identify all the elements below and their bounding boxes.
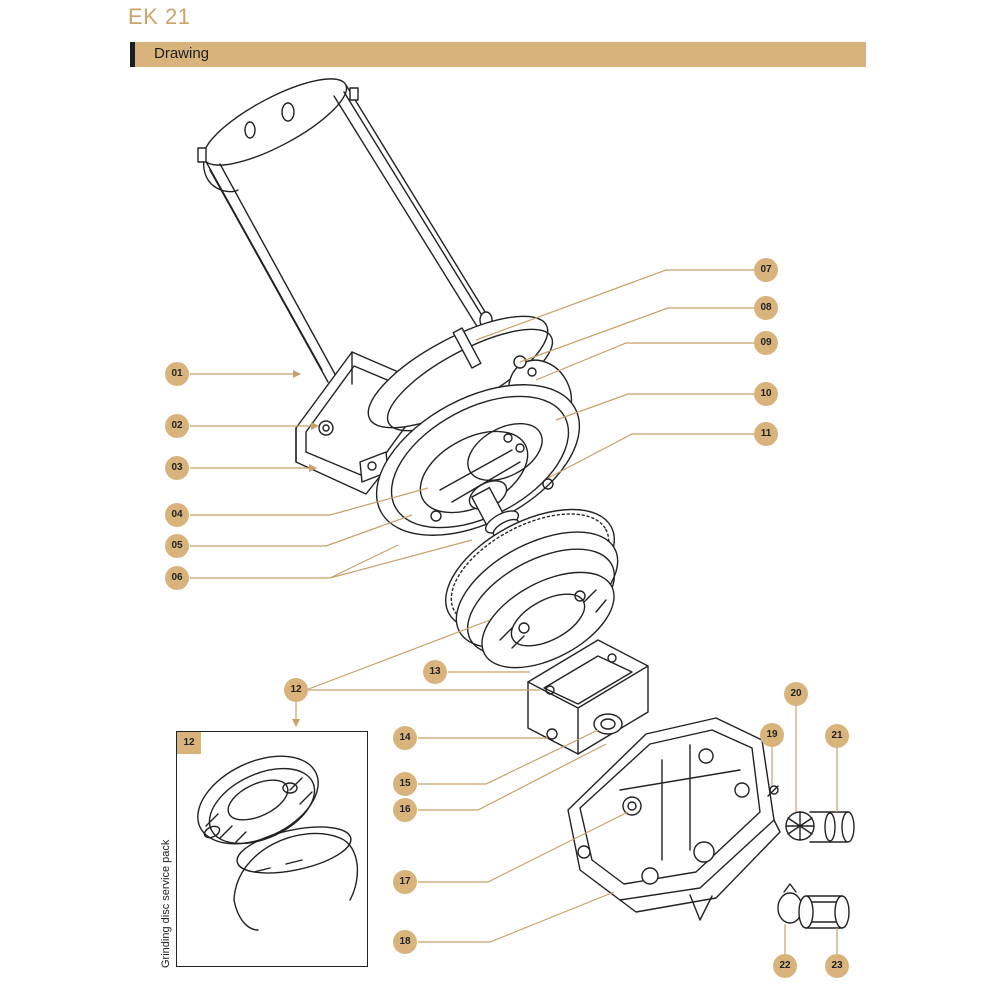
- grinding-disc-pack: [445, 508, 619, 669]
- section-header: Drawing: [130, 42, 866, 67]
- callout-18[interactable]: 18: [393, 930, 417, 954]
- motor-housing: [197, 78, 493, 383]
- callout-12[interactable]: 12: [284, 678, 308, 702]
- callout-06[interactable]: 06: [165, 566, 189, 590]
- callout-20[interactable]: 20: [784, 682, 808, 706]
- callout-21[interactable]: 21: [825, 724, 849, 748]
- grinder-housing: [567, 717, 781, 921]
- section-title: Drawing: [154, 45, 210, 62]
- callout-03[interactable]: 03: [165, 456, 189, 480]
- callout-19[interactable]: 19: [760, 723, 784, 747]
- callout-02[interactable]: 02: [165, 414, 189, 438]
- page-title: EK 21: [128, 4, 191, 29]
- callout-15[interactable]: 15: [393, 772, 417, 796]
- callout-05[interactable]: 05: [165, 534, 189, 558]
- callout-07[interactable]: 07: [754, 258, 778, 282]
- callout-23[interactable]: 23: [825, 954, 849, 978]
- callout-04[interactable]: 04: [165, 503, 189, 527]
- inset-drawing: [197, 755, 359, 931]
- callout-11[interactable]: 11: [754, 422, 778, 446]
- callout-09[interactable]: 09: [754, 331, 778, 355]
- callout-01[interactable]: 01: [165, 362, 189, 386]
- callout-08[interactable]: 08: [754, 296, 778, 320]
- callout-22[interactable]: 22: [773, 954, 797, 978]
- callout-17[interactable]: 17: [393, 870, 417, 894]
- callout-10[interactable]: 10: [754, 382, 778, 406]
- outlet-nozzle: [785, 811, 855, 843]
- callout-13[interactable]: 13: [423, 660, 447, 684]
- inset-frame: [176, 731, 368, 967]
- inset-part-tag: 12: [177, 732, 201, 754]
- section-marker: [130, 42, 135, 67]
- callout-16[interactable]: 16: [393, 798, 417, 822]
- clamp-and-sleeve: [777, 883, 850, 929]
- callout-14[interactable]: 14: [393, 726, 417, 750]
- adjusting-block: [527, 639, 649, 755]
- inset-caption: Grinding disc service pack: [160, 839, 172, 968]
